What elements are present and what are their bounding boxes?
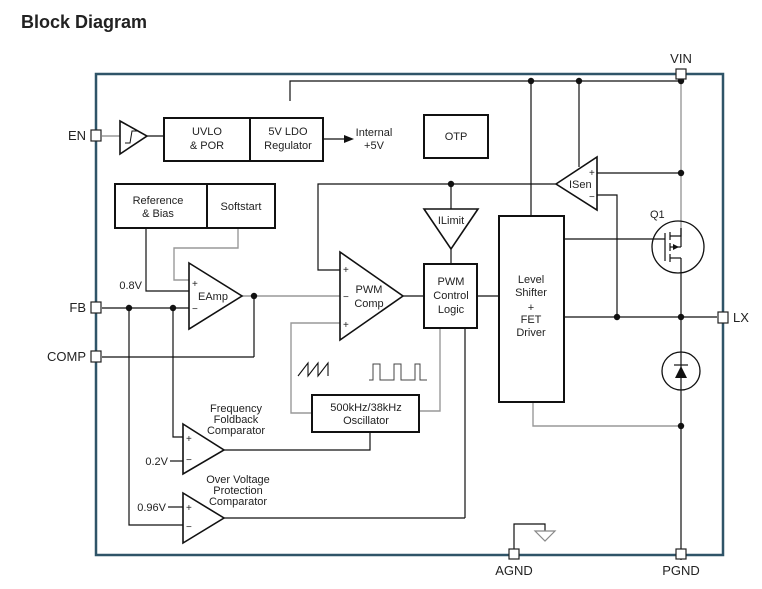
ovp-voltage-label: 0.96V <box>137 502 166 514</box>
svg-text:+: + <box>192 279 198 290</box>
q1-label: Q1 <box>650 209 665 221</box>
svg-text:Over Voltage: Over Voltage <box>206 474 270 486</box>
svg-text:−: − <box>343 292 349 303</box>
pin-fb-label: FB <box>69 300 86 315</box>
internal-5v-label: Internal +5V <box>356 127 393 152</box>
svg-text:Shifter: Shifter <box>515 287 547 299</box>
reference-bias-block: Reference & Bias <box>114 183 208 229</box>
svg-text:Oscillator: Oscillator <box>343 415 389 427</box>
svg-text:−: − <box>186 522 192 533</box>
pin-lx-label: LX <box>733 310 749 325</box>
svg-text:Regulator: Regulator <box>264 140 312 152</box>
hysteresis-icon <box>125 130 138 144</box>
svg-text:Softstart: Softstart <box>221 201 262 213</box>
svg-text:Control: Control <box>433 290 468 302</box>
pin-comp-label: COMP <box>47 349 86 364</box>
svg-text:Comparator: Comparator <box>209 496 267 508</box>
svg-text:Foldback: Foldback <box>214 414 259 426</box>
svg-text:Logic: Logic <box>438 304 465 316</box>
page-title: Block Diagram <box>21 12 147 32</box>
svg-text:Comp: Comp <box>354 298 383 310</box>
ref-voltage-label: 0.8V <box>119 280 142 292</box>
svg-text:Frequency: Frequency <box>210 403 262 415</box>
svg-text:& POR: & POR <box>190 140 224 152</box>
svg-text:Protection: Protection <box>213 485 263 497</box>
svg-text:OTP: OTP <box>445 131 468 143</box>
svg-text:+: + <box>343 265 349 276</box>
svg-text:−: − <box>589 192 595 203</box>
current-sense-amplifier: + − ISen <box>554 155 598 212</box>
svg-text:+: + <box>186 434 192 445</box>
schottky-diode <box>661 351 701 391</box>
sawtooth-waveform-icon <box>297 361 329 378</box>
pin-agnd-label: AGND <box>495 563 533 578</box>
svg-text:Reference: Reference <box>133 195 184 207</box>
svg-text:+: + <box>343 320 349 331</box>
pulse-waveform-icon <box>369 363 427 381</box>
ff-voltage-label: 0.2V <box>145 456 168 468</box>
svg-text:UVLO: UVLO <box>192 126 222 138</box>
svg-text:+5V: +5V <box>364 140 385 152</box>
ground-icon <box>533 530 557 542</box>
oscillator-block: 500kHz/38kHz Oscillator <box>311 394 420 433</box>
svg-text:+: + <box>528 302 534 314</box>
pin-agnd: AGND <box>495 548 533 578</box>
q1-mosfet: Q1 <box>650 209 705 274</box>
svg-text:+: + <box>186 503 192 514</box>
svg-text:−: − <box>186 455 192 466</box>
svg-text:PWM: PWM <box>438 276 465 288</box>
svg-text:−: − <box>192 304 198 315</box>
svg-text:EAmp: EAmp <box>198 291 228 303</box>
schmitt-buffer <box>119 119 149 156</box>
pin-pgnd: PGND <box>662 548 700 578</box>
pin-fb: FB <box>69 300 102 315</box>
svg-text:5V LDO: 5V LDO <box>268 126 308 138</box>
level-shifter-fet-driver-block: Level Shifter + FET Driver <box>498 215 565 403</box>
error-amplifier: + − EAmp <box>188 261 244 331</box>
svg-text:Driver: Driver <box>516 327 546 339</box>
svg-text:FET: FET <box>521 314 542 326</box>
pin-vin-label: VIN <box>670 51 692 66</box>
svg-text:ILimit: ILimit <box>438 215 464 227</box>
uvlo-por-block: UVLO & POR <box>163 117 251 162</box>
ldo-regulator-block: 5V LDO Regulator <box>249 117 324 162</box>
pwm-comparator: + − + PWM Comp <box>339 250 405 342</box>
pin-en: EN <box>68 128 102 143</box>
current-limit: ILimit <box>422 208 480 251</box>
svg-text:Level: Level <box>518 274 544 286</box>
svg-text:Internal: Internal <box>356 127 393 139</box>
svg-text:PWM: PWM <box>356 284 383 296</box>
over-voltage-protection-comparator: + − Over Voltage Protection Comparator 0… <box>137 474 270 545</box>
svg-text:ISen: ISen <box>569 179 592 191</box>
softstart-block: Softstart <box>206 183 276 229</box>
svg-text:& Bias: & Bias <box>142 208 174 220</box>
otp-block: OTP <box>423 114 489 159</box>
pin-vin: VIN <box>670 51 692 80</box>
pin-pgnd-label: PGND <box>662 563 700 578</box>
svg-text:500kHz/38kHz: 500kHz/38kHz <box>330 402 402 414</box>
wires <box>102 74 717 560</box>
pwm-control-logic-block: PWM Control Logic <box>423 263 478 329</box>
pin-comp: COMP <box>47 349 102 364</box>
frequency-foldback-comparator: + − Frequency Foldback Comparator 0.2V <box>145 403 265 476</box>
pin-en-label: EN <box>68 128 86 143</box>
svg-text:+: + <box>589 168 595 179</box>
pin-lx: LX <box>717 310 749 325</box>
svg-text:Comparator: Comparator <box>207 425 265 437</box>
